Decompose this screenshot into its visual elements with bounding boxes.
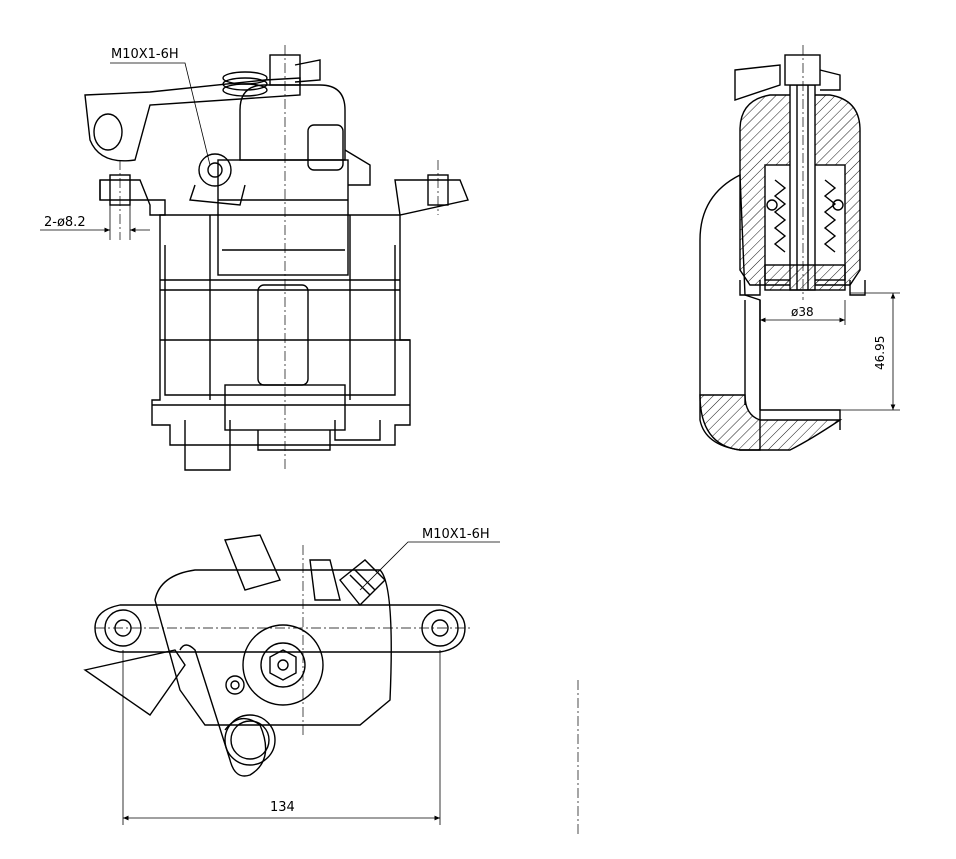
section-view: ø38 46.95 [699, 45, 900, 451]
width-label-bottom: 134 [270, 800, 295, 815]
piston-height-label: 46.95 [873, 336, 887, 370]
bottom-view: M10X1-6H 134 [83, 527, 579, 835]
front-view: M10X1-6H 2-ø8.2 [40, 45, 469, 471]
thread-label-front: M10X1-6H [111, 47, 179, 62]
holes-label-front: 2-ø8.2 [44, 215, 86, 230]
bore-dia-label: ø38 [791, 305, 814, 319]
thread-label-bottom: M10X1-6H [422, 527, 490, 542]
